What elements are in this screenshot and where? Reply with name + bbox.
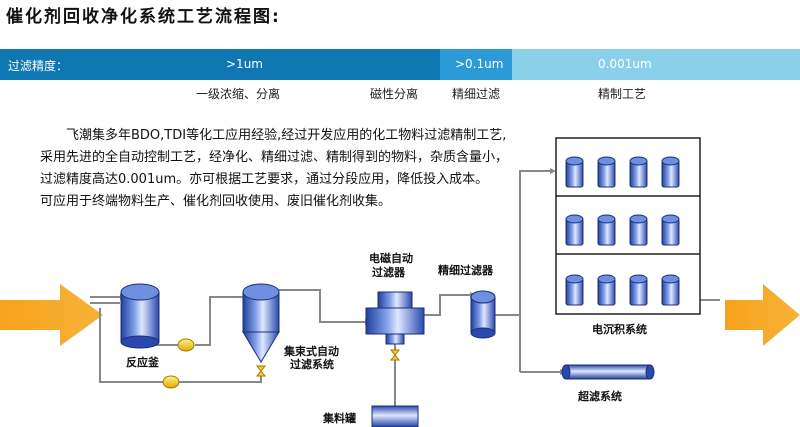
stage-label-3: 精细过滤 — [452, 87, 501, 101]
reactor-label: 反应釜 — [126, 355, 160, 369]
precision-band-mid — [440, 49, 512, 80]
electrodeposition-label: 电沉积系统 — [592, 322, 647, 336]
outlet-arrow-icon — [725, 284, 800, 346]
recycle-pump-icon — [162, 375, 180, 389]
pipe-cluster-recycle — [99, 308, 262, 383]
pump-icon — [177, 338, 195, 352]
cluster-filter-tank — [242, 283, 280, 363]
fine-filter-tank — [470, 290, 496, 339]
electrodeposition-cells — [565, 156, 680, 306]
cluster-filter-label-1: 集束式自动 — [283, 344, 339, 358]
stage-label-1: 一级浓缩、分离 — [196, 87, 281, 101]
inlet-arrow-icon — [0, 284, 103, 346]
precision-band-label-bg — [0, 49, 440, 80]
collection-tank-label: 集料罐 — [322, 411, 356, 425]
pipe-pump-to-cluster — [195, 296, 245, 346]
cluster-valve-icon — [255, 365, 267, 377]
magnetic-filter-label-2: 过滤器 — [372, 265, 406, 279]
stage-label-4: 精制工艺 — [598, 87, 647, 101]
description-para-2: 可应用于终端物料生产、催化剂回收使用、废旧催化剂收集。 — [40, 194, 392, 209]
precision-segment-2: >0.1um — [455, 57, 504, 71]
magnetic-filter-label-1: 电磁自动 — [369, 251, 413, 265]
pipe-split-up — [519, 170, 550, 372]
cluster-filter-label-2: 过滤系统 — [290, 357, 334, 371]
collection-tank — [371, 405, 419, 427]
page-title: 催化剂回收净化系统工艺流程图: — [6, 7, 281, 27]
reactor-tank — [120, 283, 160, 349]
precision-label: 过滤精度： — [8, 59, 69, 73]
description: 飞潮集多年BDO,TDI等化工应用经验,经过开发应用的化工物料过滤精制工艺,采用… — [40, 125, 510, 213]
pipe-cluster-to-magnetic — [278, 289, 365, 323]
precision-segment-3: 0.001um — [598, 57, 652, 71]
precision-segment-1: >1um — [226, 57, 263, 71]
precision-band-light — [512, 49, 800, 80]
description-para-1: 飞潮集多年BDO,TDI等化工应用经验,经过开发应用的化工物料过滤精制工艺,采用… — [40, 128, 509, 187]
ultrafiltration-label: 超滤系统 — [577, 389, 622, 403]
magnetic-filter — [365, 291, 425, 345]
fine-filter-label: 精细过滤器 — [438, 263, 494, 277]
magnetic-valve-icon — [389, 349, 401, 361]
pipe-magnetic-to-fine — [420, 294, 470, 316]
stage-label-2: 磁性分离 — [370, 87, 419, 101]
ultrafiltration-unit — [561, 364, 655, 380]
